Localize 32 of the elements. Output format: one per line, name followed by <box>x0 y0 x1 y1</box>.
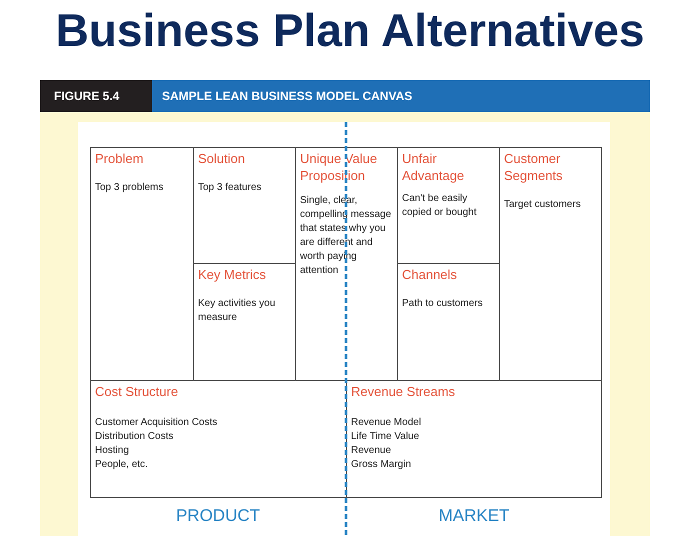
cell-text: People, etc. <box>95 458 149 472</box>
cell-text: Top 3 features <box>198 181 262 195</box>
cell-heading: Revenue Streams <box>351 383 456 400</box>
cell-heading: Channels <box>402 266 458 283</box>
cell-heading: Cost Structure <box>95 383 180 400</box>
cell-heading: Solution <box>198 150 246 167</box>
cell-text: Gross Margin <box>351 458 412 472</box>
canvas-cell <box>499 147 602 381</box>
cell-heading: Problem <box>95 150 144 167</box>
cell-text: Top 3 problems <box>95 181 164 195</box>
cell-heading: Unfair Advantage <box>402 150 466 184</box>
figure-heading: SAMPLE LEAN BUSINESS MODEL CANVAS <box>152 80 650 112</box>
cell-text: Customer Acquisition Costs <box>95 416 218 430</box>
figure-number: FIGURE 5.4 <box>40 80 152 112</box>
canvas-cell <box>346 380 602 498</box>
cell-text: Life Time Value <box>351 430 420 444</box>
cell-heading: Key Metrics <box>198 266 267 283</box>
cell-text: Target customers <box>504 198 582 212</box>
axis-label: PRODUCT <box>174 506 262 526</box>
cell-text: Can't be easily copied or bought <box>402 192 478 220</box>
cell-text: Revenue <box>351 444 392 458</box>
cell-text: Hosting <box>95 444 130 458</box>
canvas-cell <box>90 380 347 498</box>
title: Business Plan Alternatives <box>54 3 646 58</box>
cell-text: Key activities you measure <box>198 297 276 325</box>
cell-text: Single, clear, compelling message that states why you are different and worth paying attention <box>300 194 392 278</box>
cell-text: Revenue Model <box>351 416 422 430</box>
axis-label: MARKET <box>438 506 510 526</box>
cell-text: Path to customers <box>402 297 484 311</box>
cell-heading: Customer Segments <box>504 150 564 184</box>
canvas-cell <box>90 147 194 381</box>
cell-text: Distribution Costs <box>95 430 174 444</box>
